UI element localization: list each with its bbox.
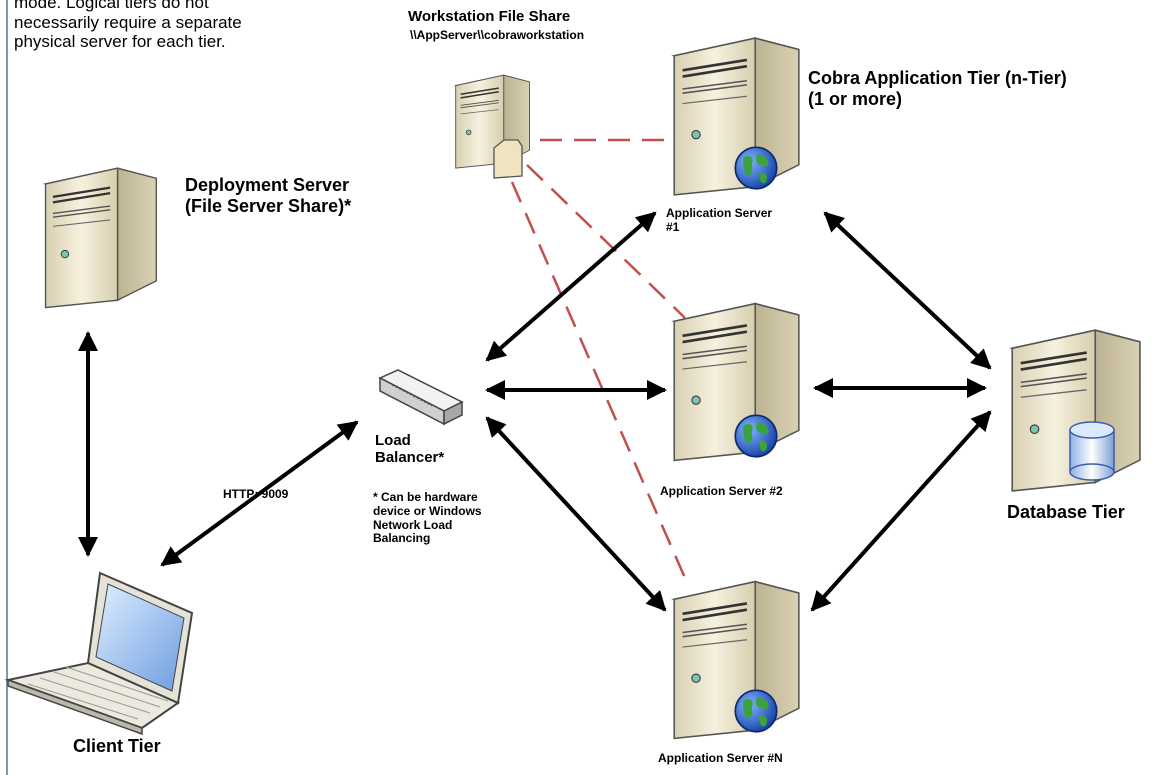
dashed-link-app2 [526, 164, 686, 319]
arrow-lb-app1 [485, 211, 657, 362]
file-share-links [510, 138, 687, 579]
arrow-lb-appn [485, 416, 667, 612]
workstation-share-title: Workstation File Share [408, 8, 571, 25]
intro-text: mode. Logical tiers do not necessarily r… [14, 0, 242, 52]
arrow-appn-db [810, 410, 992, 612]
dashed-link-appn [510, 181, 687, 579]
app-server-2-icon [672, 302, 801, 462]
globe-icon [734, 146, 778, 190]
load-balancer-label: Load Balancer* [375, 432, 445, 467]
load-balancer-icon [378, 369, 464, 426]
database-tier-label: Database Tier [1007, 502, 1125, 522]
connection-arrows [78, 211, 992, 612]
database-cylinder-icon [1069, 421, 1115, 481]
deployment-server-label: Deployment Server (File Server Share)* [185, 175, 352, 216]
globe-icon [734, 689, 778, 733]
arrow-app1-db [823, 211, 992, 370]
workstation-share-path: \\AppServer\\cobraworkstation [410, 28, 585, 42]
app-tier-title: Cobra Application Tier (n-Tier) (1 or mo… [808, 68, 1067, 109]
app-server-1-icon [672, 36, 801, 197]
folder-icon [493, 139, 523, 179]
left-frame-line [6, 0, 8, 775]
arrow-client-loadbalancer [160, 420, 359, 567]
app-server-n-icon [672, 580, 801, 740]
app-server-1-label: Application Server #1 [666, 206, 773, 234]
globe-icon [734, 414, 778, 458]
app-server-n-label: Application Server #N [658, 751, 783, 765]
http-port-label: HTTP: 9009 [223, 487, 289, 501]
deployment-server-icon [44, 166, 158, 309]
client-tier-label: Client Tier [73, 736, 161, 756]
laptop-icon [4, 571, 194, 736]
app-server-2-label: Application Server #2 [660, 484, 783, 498]
database-server-icon [1010, 328, 1142, 492]
load-balancer-note: * Can be hardware device or Windows Netw… [373, 490, 482, 546]
file-share-server-icon [454, 74, 531, 179]
